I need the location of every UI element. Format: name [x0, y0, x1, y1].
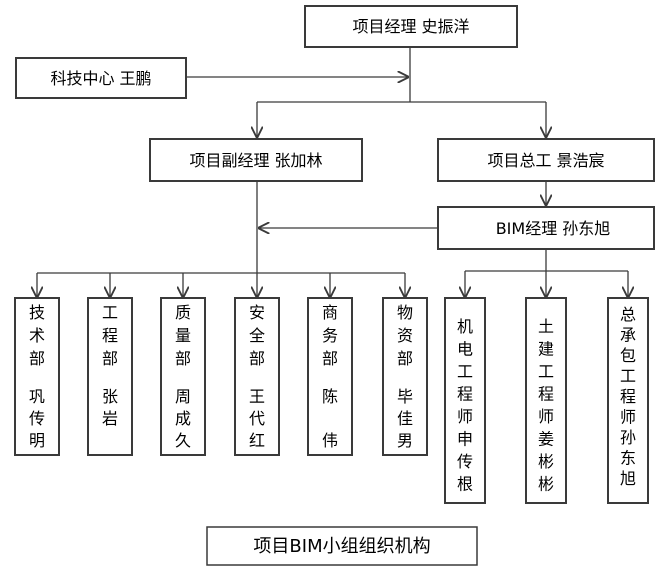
caption: 项目BIM小组组织机构	[253, 536, 430, 557]
engineer-boxes: 机电工程师申传根 土建工程师姜彬彬 总承包工程师孙东旭	[444, 297, 649, 504]
department-name: 安全部	[249, 303, 265, 368]
node-tech-center-label: 科技中心 王鹏	[50, 69, 151, 88]
node-chief-engineer-label: 项目总工 景浩宸	[487, 151, 604, 170]
engineer-box: 总承包工程师孙东旭	[607, 297, 649, 504]
node-deputy-pm-label: 项目副经理 张加林	[189, 151, 322, 170]
caption-box: 项目BIM小组组织机构	[206, 526, 478, 566]
engineer-label: 总承包工程师孙东旭	[620, 305, 636, 488]
department-name: 质量部	[175, 303, 191, 368]
department-person: 张岩	[102, 387, 118, 428]
node-chief-engineer: 项目总工 景浩宸	[437, 138, 655, 182]
department-name: 物资部	[397, 303, 413, 368]
node-bim-manager-label: BIM经理 孙东旭	[496, 219, 611, 238]
department-name: 技术部	[29, 303, 45, 368]
engineer-box: 土建工程师姜彬彬	[525, 297, 567, 504]
department-person: 周成久	[175, 387, 191, 450]
engineer-label: 机电工程师申传根	[457, 317, 473, 494]
department-person: 毕佳男	[397, 387, 413, 450]
node-project-manager-label: 项目经理 史振洋	[352, 17, 469, 36]
node-deputy-pm: 项目副经理 张加林	[149, 138, 363, 182]
engineer-box: 机电工程师申传根	[444, 297, 486, 504]
department-person: 陈 伟	[322, 387, 338, 450]
node-project-manager: 项目经理 史振洋	[304, 5, 518, 48]
department-name: 商务部	[322, 303, 338, 368]
department-person: 王代红	[249, 387, 265, 450]
node-tech-center: 科技中心 王鹏	[15, 57, 187, 99]
department-person: 巩传明	[29, 387, 45, 450]
connectors	[37, 47, 628, 297]
department-name: 工程部	[102, 303, 118, 368]
engineer-label: 土建工程师姜彬彬	[538, 317, 554, 494]
node-bim-manager: BIM经理 孙东旭	[437, 206, 655, 250]
